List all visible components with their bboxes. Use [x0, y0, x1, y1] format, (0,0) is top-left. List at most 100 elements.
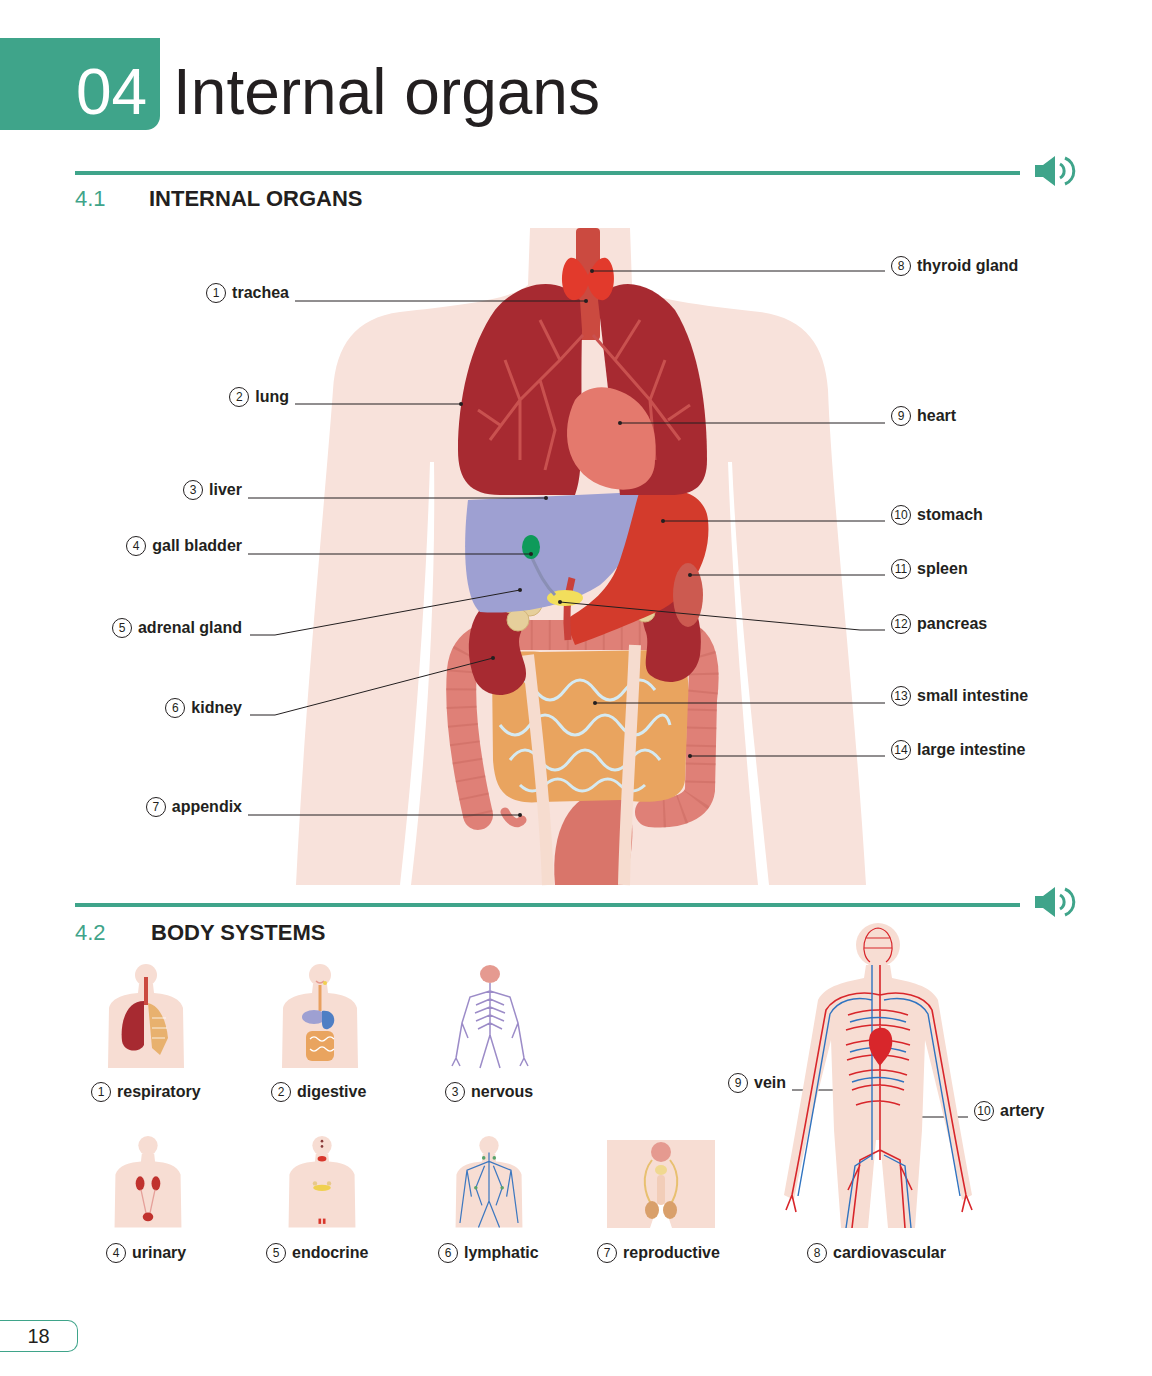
system-name: nervous — [471, 1082, 533, 1102]
digestive-figure — [323, 981, 327, 985]
stomach — [565, 488, 708, 645]
respiratory-figure — [122, 1001, 144, 1051]
nervous-figure — [480, 965, 500, 983]
section-rule — [75, 171, 1020, 175]
endocrine-figure — [313, 1181, 317, 1185]
leader-line — [248, 498, 546, 499]
leader-line — [690, 575, 885, 576]
leader-dot — [529, 552, 533, 556]
leader-dot — [558, 600, 562, 604]
ureter — [528, 655, 548, 885]
callout-label: 6lymphatic — [438, 1243, 539, 1263]
section-number: 4.2 — [75, 920, 106, 946]
organ-name: gall bladder — [152, 536, 242, 556]
callout-number: 7 — [597, 1243, 617, 1263]
system-name: digestive — [297, 1082, 366, 1102]
endocrine-figure — [289, 1136, 356, 1228]
organ-name: small intestine — [917, 686, 1028, 706]
organ-name: adrenal gland — [138, 618, 242, 638]
body-silhouette — [400, 462, 434, 885]
callout-label: 7 reproductive — [597, 1243, 720, 1263]
gall-bladder — [522, 535, 540, 559]
digestive-figure — [282, 964, 358, 1068]
system-name: cardiovascular — [833, 1243, 946, 1263]
cardiovascular-figure — [864, 928, 892, 962]
lymphatic-figure — [460, 1153, 518, 1228]
reproductive-figure — [657, 1175, 665, 1205]
leader-dot — [544, 496, 548, 500]
leader-line — [250, 590, 520, 635]
callout-label: 1trachea — [206, 283, 289, 303]
callout-number: 9 — [728, 1073, 748, 1093]
urinary-figure — [115, 1136, 182, 1228]
urinary-figure — [152, 1176, 161, 1190]
body-silhouette — [728, 462, 769, 885]
callout-label: 5adrenal gland — [112, 618, 242, 638]
large-intestine — [505, 812, 522, 823]
leader-line — [663, 521, 885, 522]
system-name: urinary — [132, 1243, 186, 1263]
callout-number: 1 — [91, 1082, 111, 1102]
callout-number: 4 — [106, 1243, 126, 1263]
callout-number: 3 — [445, 1082, 465, 1102]
endocrine-figure — [313, 1185, 331, 1191]
body-silhouette — [296, 228, 866, 885]
respiratory-figure — [152, 1018, 167, 1038]
section-rule — [75, 903, 1020, 907]
endocrine-figure — [321, 1145, 324, 1148]
organ-name: liver — [209, 480, 242, 500]
organ-name: large intestine — [917, 740, 1025, 760]
callout-label: 6kidney — [165, 698, 242, 718]
callout-label: 12pancreas — [891, 614, 987, 634]
callout-number: 10 — [891, 505, 911, 525]
leader-dot — [584, 299, 588, 303]
leader-dot — [491, 656, 495, 660]
leader-dot — [518, 813, 522, 817]
gall-bladder — [522, 535, 555, 595]
reproductive-figure — [645, 1160, 677, 1205]
digestive-figure — [282, 964, 358, 1068]
page-number-box: 18 — [0, 1320, 78, 1352]
system-name: reproductive — [623, 1243, 720, 1263]
pancreas — [547, 578, 583, 640]
endocrine-figure — [318, 1219, 321, 1224]
organ-name: lung — [255, 387, 289, 407]
digestive-figure — [306, 1031, 334, 1061]
section-heading: INTERNAL ORGANS — [149, 186, 363, 212]
callout-label: 1 respiratory — [91, 1082, 201, 1102]
callout-label: 14large intestine — [891, 740, 1025, 760]
digestive-figure — [316, 981, 324, 983]
callout-label: 9heart — [891, 406, 956, 426]
respiratory-figure — [108, 964, 184, 1068]
callout-number: 2 — [271, 1082, 291, 1102]
reproductive-figure — [607, 1140, 715, 1228]
page-title: Internal organs — [173, 60, 600, 124]
callout-number: 4 — [126, 536, 146, 556]
cardiovascular-figure — [798, 965, 960, 1228]
small-intestine — [500, 680, 670, 791]
system-name: respiratory — [117, 1082, 201, 1102]
lymphatic-figure — [500, 1186, 504, 1190]
leader-dot — [459, 269, 692, 817]
leader-dot — [459, 402, 463, 406]
leader-line — [592, 271, 885, 272]
callout-number: 9 — [891, 406, 911, 426]
callout-number: 3 — [183, 480, 203, 500]
endocrine-figure — [321, 1140, 324, 1143]
reproductive-figure — [663, 1201, 677, 1219]
organ-name: stomach — [917, 505, 983, 525]
callout-label: 9vein — [728, 1073, 786, 1093]
leader-dot — [518, 588, 522, 592]
urinary-figure — [143, 1212, 154, 1221]
section-number: 4.1 — [75, 186, 106, 212]
chapter-number-box: 04 — [0, 38, 160, 130]
callout-label: 8thyroid gland — [891, 256, 1018, 276]
system-name: endocrine — [292, 1243, 368, 1263]
callout-label: 4 gall bladder — [126, 536, 242, 556]
callout-label: 8cardiovascular — [807, 1243, 946, 1263]
endocrine-figure — [323, 1219, 326, 1224]
reproductive-figure — [607, 1140, 715, 1228]
ureter — [528, 645, 635, 885]
